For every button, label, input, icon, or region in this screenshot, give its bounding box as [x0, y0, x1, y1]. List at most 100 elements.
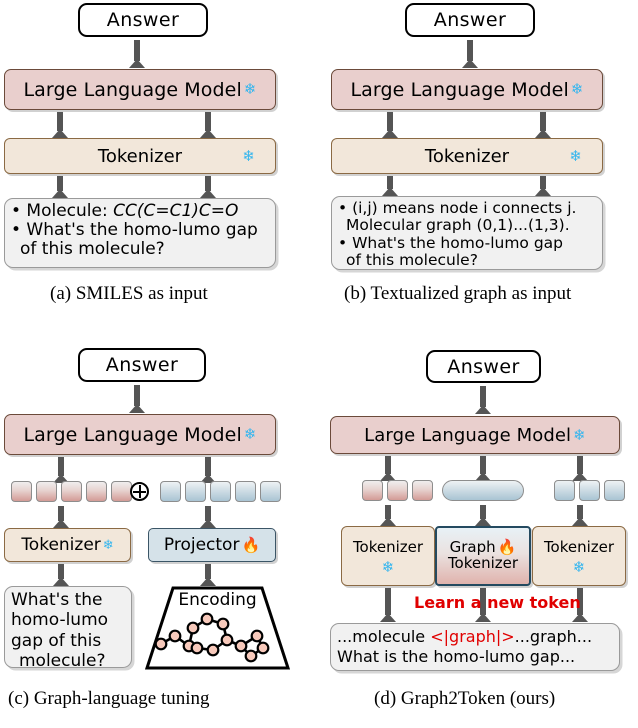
arrow-left-tokenizer-to-tokens-d	[379, 505, 397, 526]
panel-a: Answer Large Language Model ❄ Tokenizer …	[0, 0, 319, 320]
graph-tokenizer-box-d: Graph🔥 Tokenizer	[435, 526, 531, 586]
snowflake-icon: ❄	[242, 146, 255, 165]
prompt-line-4: molecule?	[19, 651, 106, 672]
graph-token-placeholder: <|graph|>	[430, 627, 515, 647]
token-chip	[604, 480, 625, 501]
llm-box-c: Large Language Model ❄	[4, 414, 276, 455]
tokenizer-box-c: Tokenizer ❄	[4, 528, 131, 562]
arrow-tokenizer-to-llm-left-b	[381, 112, 399, 138]
token-chip	[111, 481, 132, 502]
caption-a: (a) SMILES as input	[50, 283, 208, 304]
tokenizer-box-b: Tokenizer ❄	[331, 138, 603, 174]
answer-box-a: Answer	[78, 3, 208, 37]
snowflake-icon: ❄	[570, 80, 584, 98]
answer-label: Answer	[105, 354, 179, 376]
snowflake-icon: ❄	[243, 425, 257, 443]
arrow-graph-tokens-to-llm-c	[199, 457, 217, 483]
llm-label: Large Language Model	[23, 78, 242, 101]
arrow-prompt-to-tokenizer-right-b	[534, 176, 552, 196]
arrow-tokenizer-to-llm-left-a	[51, 112, 69, 138]
prompt-box-d: ...molecule <|graph|>...graph... What is…	[330, 623, 620, 671]
encoding-shape	[145, 586, 290, 670]
snowflake-icon: ❄	[572, 557, 586, 576]
prompt-line-2: • What's the homo-lumo gap	[11, 220, 258, 241]
prompt-line-2: What is the homo-lumo gap...	[337, 647, 576, 666]
prompt-line-3: gap of this	[11, 630, 102, 651]
prompt-box-c: What's the homo-lumo gap of this molecul…	[4, 586, 132, 672]
arrow-prompt-to-tokenizer-right-a	[199, 176, 217, 198]
answer-box-b: Answer	[405, 3, 535, 37]
token-chip	[61, 481, 82, 502]
projector-box-c: Projector 🔥	[148, 528, 276, 562]
prompt-line-2: homo-lumo	[11, 610, 109, 631]
learn-new-token-note: Learn a new token	[414, 593, 581, 612]
arrow-tokenizer-to-llm-right-b	[534, 112, 552, 138]
fire-icon: 🔥	[241, 535, 261, 554]
graph-token-chips-c	[160, 481, 285, 502]
arrow-graph-token-to-llm-d	[474, 456, 492, 481]
token-chip	[185, 481, 206, 502]
prompt-line-3: of this molecule?	[20, 239, 165, 260]
left-token-chips-d	[362, 480, 437, 501]
llm-label: Large Language Model	[350, 78, 569, 101]
text-token-chips-c	[11, 481, 136, 502]
prompt-box-a: • Molecule: CC(C=C1)C=O • What's the hom…	[4, 198, 276, 268]
arrow-graph-tokenizer-to-token-d	[474, 505, 492, 526]
graph-tokenizer-line-1: Graph🔥	[450, 538, 517, 557]
token-chip	[362, 480, 383, 501]
arrow-tokenizer-to-llm-right-a	[199, 112, 217, 138]
arrow-llm-to-answer-b	[461, 40, 479, 68]
projector-label: Projector	[163, 535, 240, 555]
token-chip	[412, 480, 433, 501]
snowflake-icon: ❄	[569, 146, 582, 165]
llm-label: Large Language Model	[23, 423, 242, 446]
prompt-line-1-suffix: ...graph...	[514, 627, 593, 647]
arrow-text-tokens-to-llm-c	[52, 457, 70, 483]
prompt-line-4: of this molecule?	[346, 251, 478, 270]
graph-token-chip-d	[442, 480, 524, 501]
encoding-trapezoid-c: Encoding	[145, 586, 290, 670]
tokenizer-label: Tokenizer	[543, 537, 615, 556]
arrow-prompt-to-tokenizer-left-b	[381, 176, 399, 196]
prompt-line-1: ...molecule <|graph|>...graph...	[337, 627, 592, 647]
fusion-oplus-icon	[130, 482, 149, 501]
token-chip	[36, 481, 57, 502]
token-chip	[86, 481, 107, 502]
arrow-llm-to-answer-d	[474, 386, 492, 414]
tokenizer-box-d-left: Tokenizer ❄	[341, 526, 435, 586]
snowflake-icon: ❄	[102, 537, 114, 553]
arrow-encoding-to-projector-c	[199, 564, 217, 586]
tokenizer-label: Tokenizer	[352, 537, 424, 556]
arrow-prompt-to-right-tokenizer-d	[571, 588, 589, 622]
answer-label: Answer	[106, 9, 180, 31]
prompt-line-1: • Molecule: CC(C=C1)C=O	[11, 201, 239, 221]
panel-d: Answer Large Language Model ❄ Tokenize	[319, 340, 638, 728]
graph-tokenizer-line-2: Tokenizer	[447, 554, 519, 572]
tokenizer-label: Tokenizer	[424, 145, 510, 167]
molecule-nodes	[154, 612, 270, 663]
panel-c: Answer Large Language Model ❄ Tokenizer …	[0, 340, 319, 728]
arrow-prompt-to-tokenizer-left-a	[51, 176, 69, 198]
token-chip	[579, 480, 600, 501]
arrow-prompt-to-graph-tokenizer-d	[474, 588, 492, 622]
tokenizer-box-d-right: Tokenizer ❄	[532, 526, 626, 586]
answer-label: Answer	[433, 9, 507, 31]
answer-box-c: Answer	[78, 348, 206, 382]
arrow-llm-to-answer-c	[128, 385, 146, 413]
prompt-line-1-prefix: • Molecule:	[11, 201, 114, 221]
fire-icon: 🔥	[497, 538, 517, 557]
llm-label: Large Language Model	[364, 424, 572, 446]
answer-label: Answer	[447, 355, 520, 378]
token-chip	[235, 481, 256, 502]
prompt-line-3: • What's the homo-lumo gap	[338, 233, 564, 252]
snowflake-icon: ❄	[381, 557, 395, 576]
smiles-string: CC(C=C1)C=O	[113, 201, 239, 221]
tokenizer-label: Tokenizer	[21, 535, 101, 555]
prompt-box-b: • (i,j) means node i connects j. Molecul…	[331, 196, 603, 270]
arrow-prompt-to-left-tokenizer-d	[379, 588, 397, 622]
arrow-left-tokens-to-llm-d	[379, 456, 397, 481]
arrow-projector-to-tokens-c	[199, 506, 217, 528]
prompt-line-1-prefix: ...molecule	[337, 627, 431, 647]
answer-box-d: Answer	[426, 350, 541, 383]
prompt-line-1: • (i,j) means node i connects j.	[338, 199, 577, 217]
